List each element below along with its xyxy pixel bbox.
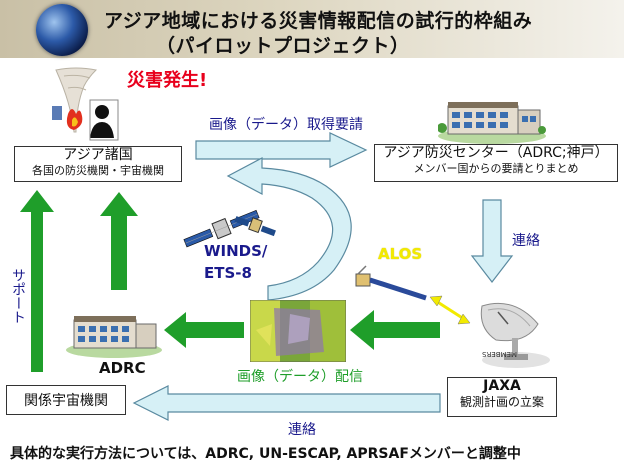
adrc-kobe-building-icon <box>438 102 546 144</box>
space-agencies-box: 関係宇宙機関 <box>6 385 126 415</box>
alos-label: ALOS <box>378 245 423 263</box>
jaxa-to-distribution-arrow <box>350 310 440 350</box>
alos-satellite-icon <box>355 265 427 301</box>
ets8-label: ETS-8 <box>204 264 252 282</box>
jaxa-box: JAXA 観測計画の立案 <box>447 377 557 417</box>
space-agencies-title: 関係宇宙機関 <box>24 393 108 409</box>
request-label: 画像（データ）取得要請 <box>209 117 363 133</box>
jaxa-antenna-icon <box>480 302 550 368</box>
alos-link-double-arrow <box>429 295 471 325</box>
request-arrow <box>195 132 368 168</box>
support-arrow <box>20 190 54 372</box>
adrc-kobe-subtitle: メンバー国からの要請とりまとめ <box>413 162 579 175</box>
asia-countries-title: アジア諸国 <box>63 147 133 163</box>
contact-bottom-label: 連絡 <box>288 422 316 438</box>
globe-icon <box>36 4 88 56</box>
asia-countries-box: アジア諸国 各国の防災機関・宇宙機関 <box>14 146 182 182</box>
winds-satellite-icon <box>183 209 276 248</box>
jaxa-title: JAXA <box>483 378 521 394</box>
disaster-label: 災害発生! <box>127 70 208 91</box>
contact-left-arrow <box>132 385 441 421</box>
distribution-to-adrc-arrow <box>164 312 244 348</box>
page-subtitle: （パイロットプロジェクト） <box>156 35 410 57</box>
jaxa-subtitle: 観測計画の立案 <box>459 395 544 409</box>
adrc-kobe-title: アジア防災センター（ADRC;神戸） <box>383 145 609 161</box>
header-band <box>0 0 624 58</box>
adrc-up-arrow <box>100 192 138 290</box>
support-label: サポート <box>10 268 26 324</box>
members-label: MEMBERS <box>482 350 518 358</box>
disaster-illustration-icon <box>52 67 119 141</box>
asia-countries-subtitle: 各国の防災機関・宇宙機関 <box>32 164 164 177</box>
adrc-kobe-box: アジア防災センター（ADRC;神戸） メンバー国からの要請とりまとめ <box>374 144 618 182</box>
contact-down-arrow <box>470 199 514 283</box>
satellite-curved-arrow <box>226 157 352 301</box>
winds-label: WINDS/ <box>204 242 268 260</box>
adrc-label: ADRC <box>99 359 146 377</box>
footer-text: 具体的な実行方法については、ADRC, UN-ESCAP, APRSAFメンバー… <box>10 446 521 462</box>
distribution-label: 画像（データ）配信 <box>237 369 363 385</box>
page-title: アジア地域における災害情報配信の試行的枠組み <box>104 10 533 32</box>
satellite-image-icon <box>250 300 346 362</box>
adrc-building-icon <box>66 316 162 358</box>
contact-right-label: 連絡 <box>512 233 540 249</box>
